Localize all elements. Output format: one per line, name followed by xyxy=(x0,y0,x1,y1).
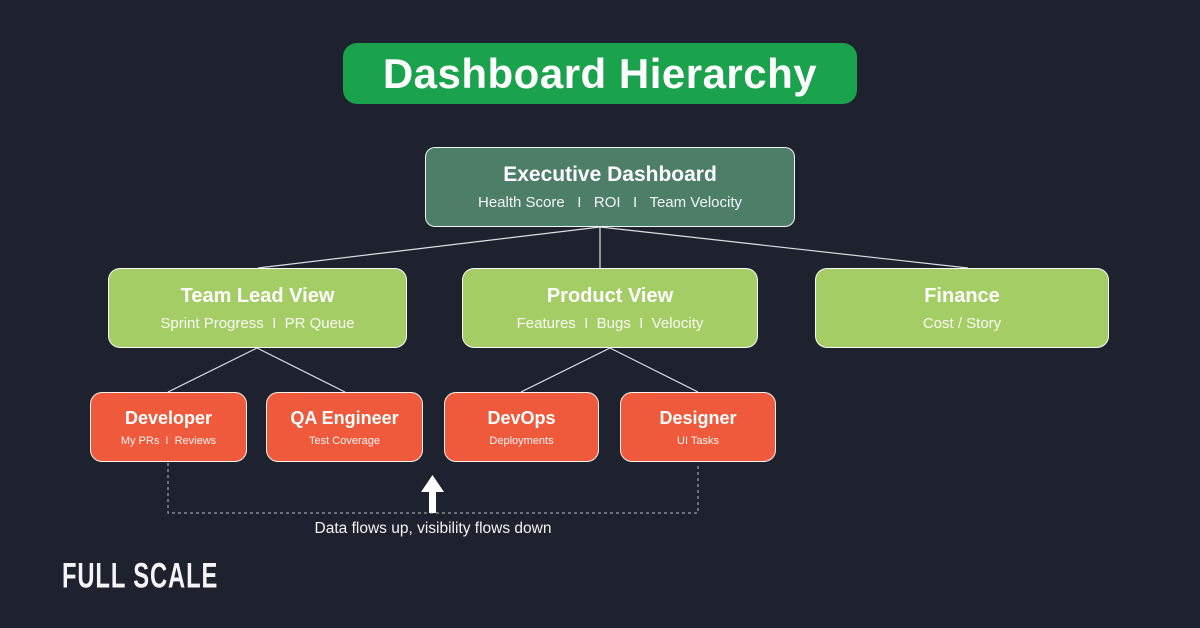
node-subtitle: Features I Bugs I Velocity xyxy=(516,314,704,332)
node-subtitle: Cost / Story xyxy=(922,314,1002,332)
node-title: QA Engineer xyxy=(290,407,399,428)
connector-teamlead-qa xyxy=(256,347,346,393)
node-subtitle: Deployments xyxy=(489,434,554,447)
node-finance: Finance Cost / Story xyxy=(815,268,1109,348)
connector-product-devops xyxy=(520,347,611,393)
node-title: Designer xyxy=(659,407,737,428)
full-scale-logo: FULL SCALE xyxy=(62,556,219,596)
node-subtitle: My PRs I Reviews xyxy=(120,434,217,447)
connector-root-finance xyxy=(599,226,969,269)
diagram-title: Dashboard Hierarchy xyxy=(343,43,857,104)
up-arrow-icon xyxy=(421,475,444,513)
node-designer: Designer UI Tasks xyxy=(620,392,776,462)
diagram-title-label: Dashboard Hierarchy xyxy=(382,49,818,97)
node-executive-dashboard: Executive Dashboard Health Score I ROI I… xyxy=(425,147,795,227)
node-qa-engineer: QA Engineer Test Coverage xyxy=(266,392,423,462)
node-team-lead-view: Team Lead View Sprint Progress I PR Queu… xyxy=(108,268,407,348)
connector-root-teamlead xyxy=(257,226,601,269)
node-title: Team Lead View xyxy=(180,284,335,307)
flow-caption: Data flows up, visibility flows down xyxy=(314,520,552,537)
dashed-feedback-path xyxy=(167,463,699,514)
node-title: Executive Dashboard xyxy=(503,163,717,186)
node-subtitle: Health Score I ROI I Team Velocity xyxy=(478,194,742,211)
connector-product-designer xyxy=(609,347,699,393)
node-subtitle: Sprint Progress I PR Queue xyxy=(160,314,355,332)
node-title: Finance xyxy=(924,284,1000,307)
node-product-view: Product View Features I Bugs I Velocity xyxy=(462,268,758,348)
node-title: Developer xyxy=(124,407,213,428)
node-title: Product View xyxy=(546,284,674,307)
connector-teamlead-developer xyxy=(167,347,258,393)
node-title: DevOps xyxy=(487,407,556,428)
node-devops: DevOps Deployments xyxy=(444,392,599,462)
node-subtitle: UI Tasks xyxy=(677,434,719,447)
node-developer: Developer My PRs I Reviews xyxy=(90,392,247,462)
node-subtitle: Test Coverage xyxy=(309,434,380,447)
